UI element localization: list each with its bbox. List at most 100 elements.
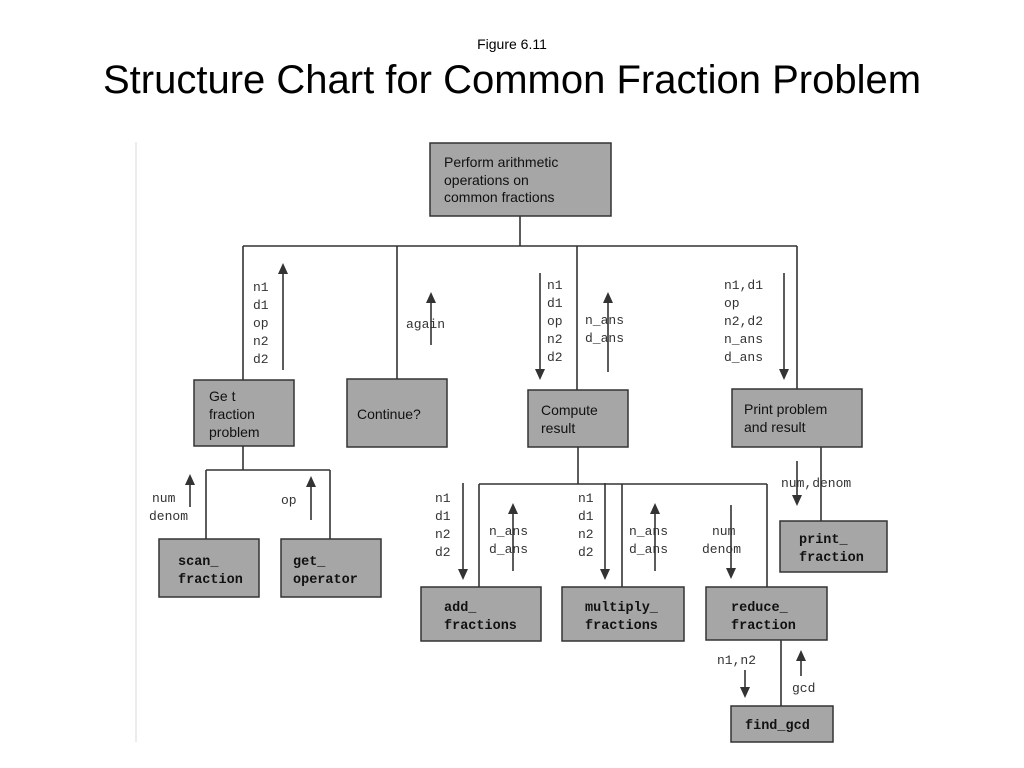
add-in-labels: n1 d1 n2 d2	[435, 491, 451, 560]
arrow-up-icon	[278, 263, 288, 274]
svg-text:Perform arithmetic: Perform arithmetic	[444, 154, 558, 170]
reduce-in-labels: num denom	[702, 524, 741, 557]
slide-title: Structure Chart for Common Fraction Prob…	[102, 58, 922, 102]
module-main: Perform arithmetic operations on common …	[429, 142, 612, 217]
svg-text:n2: n2	[547, 332, 563, 347]
figure-label: Figure 6.11	[477, 36, 547, 52]
module-multiply-fractions: multiply_ fractions	[561, 586, 685, 642]
svg-text:Compute: Compute	[541, 402, 598, 418]
main-line-2: operations on	[444, 172, 529, 188]
svg-text:fraction: fraction	[799, 551, 864, 566]
arrow-down-icon	[740, 687, 750, 698]
svg-text:again: again	[406, 317, 445, 332]
arrow-down-icon	[792, 495, 802, 506]
svg-text:op: op	[281, 493, 297, 508]
module-reduce-fraction: reduce_ fraction	[705, 586, 828, 641]
svg-text:get_: get_	[293, 555, 326, 570]
svg-text:d_ans: d_ans	[489, 542, 528, 557]
arrow-down-icon	[535, 369, 545, 380]
svg-text:print_: print_	[799, 533, 849, 548]
svg-text:d2: d2	[435, 545, 451, 560]
arrow-up-icon	[796, 650, 806, 661]
get-problem-line-3: problem	[209, 424, 260, 440]
svg-text:Print problem: Print problem	[744, 401, 827, 417]
arrow-up-icon	[185, 474, 195, 485]
svg-text:scan_: scan_	[178, 555, 219, 570]
arrow-up-icon	[650, 503, 660, 514]
reduce-line-1: reduce_	[731, 601, 789, 616]
add-out-labels: n_ans d_ans	[489, 524, 528, 557]
svg-text:n1,n2: n1,n2	[717, 653, 756, 668]
svg-text:Continue?: Continue?	[357, 406, 421, 422]
svg-text:n2,d2: n2,d2	[724, 314, 763, 329]
multiply-line-1: multiply_	[585, 601, 659, 616]
main-line-1: Perform arithmetic	[444, 154, 558, 170]
svg-text:Ge t: Ge t	[209, 388, 236, 404]
svg-text:n2: n2	[435, 527, 451, 542]
arrow-down-icon	[600, 569, 610, 580]
operator-line-2: operator	[293, 573, 358, 588]
svg-text:problem: problem	[209, 424, 260, 440]
svg-text:n1: n1	[435, 491, 451, 506]
svg-text:common fractions: common fractions	[444, 189, 554, 205]
svg-text:fraction: fraction	[178, 573, 243, 588]
svg-text:n1: n1	[253, 280, 269, 295]
svg-text:operator: operator	[293, 573, 358, 588]
svg-text:d2: d2	[253, 352, 269, 367]
scan-line-2: fraction	[178, 573, 243, 588]
svg-text:d2: d2	[578, 545, 594, 560]
svg-text:op: op	[547, 314, 563, 329]
get-problem-line-1: Ge t	[209, 388, 236, 404]
compute-line-2: result	[541, 420, 575, 436]
svg-text:multiply_: multiply_	[585, 601, 659, 616]
find-gcd-label: find_gcd	[745, 719, 810, 734]
arrow-down-icon	[726, 568, 736, 579]
arrow-up-icon	[306, 476, 316, 487]
svg-text:operations on: operations on	[444, 172, 529, 188]
module-find-gcd: find_gcd	[730, 705, 834, 743]
svg-text:n_ans: n_ans	[585, 313, 624, 328]
svg-text:n_ans: n_ans	[724, 332, 763, 347]
svg-text:d2: d2	[547, 350, 563, 365]
svg-text:n2: n2	[253, 334, 269, 349]
arrow-up-icon	[508, 503, 518, 514]
multiply-line-2: fractions	[585, 619, 658, 634]
svg-text:n1,d1: n1,d1	[724, 278, 763, 293]
module-compute-result: Compute result	[527, 389, 629, 448]
compute-out-labels: n_ans d_ans	[585, 313, 624, 346]
scan-line-1: scan_	[178, 555, 219, 570]
module-continue: Continue?	[346, 378, 448, 448]
svg-text:op: op	[724, 296, 740, 311]
print-fraction-line-1: print_	[799, 533, 849, 548]
main-line-3: common fractions	[444, 189, 554, 205]
module-print-problem: Print problem and result	[731, 388, 863, 448]
continue-out-labels: again	[406, 317, 445, 332]
tree-connectors	[205, 216, 822, 706]
operator-line-1: get_	[293, 555, 326, 570]
compute-in-labels: n1 d1 op n2 d2	[547, 278, 563, 365]
svg-text:n_ans: n_ans	[489, 524, 528, 539]
svg-text:find_gcd: find_gcd	[745, 719, 810, 734]
svg-text:op: op	[253, 316, 269, 331]
svg-text:reduce_: reduce_	[731, 601, 789, 616]
svg-text:n_ans: n_ans	[629, 524, 668, 539]
svg-text:d_ans: d_ans	[724, 350, 763, 365]
get-problem-out-labels: n1 d1 op n2 d2	[253, 280, 269, 367]
svg-text:d1: d1	[578, 509, 594, 524]
arrow-up-icon	[603, 292, 613, 303]
svg-text:d1: d1	[253, 298, 269, 313]
svg-text:add_: add_	[444, 601, 477, 616]
svg-text:result: result	[541, 420, 575, 436]
svg-text:d1: d1	[547, 296, 563, 311]
mult-in-labels: n1 d1 n2 d2	[578, 491, 594, 560]
operator-out-labels: op	[281, 493, 297, 508]
module-get-fraction-problem: Ge t fraction problem	[193, 379, 295, 447]
module-get-operator: get_ operator	[280, 538, 382, 598]
svg-text:n2: n2	[578, 527, 594, 542]
get-problem-line-2: fraction	[209, 406, 255, 422]
svg-text:and result: and result	[744, 419, 806, 435]
arrow-down-icon	[458, 569, 468, 580]
print-fraction-in-labels: num,denom	[781, 476, 851, 491]
svg-text:fractions: fractions	[585, 619, 658, 634]
flow-arrows	[185, 263, 806, 698]
